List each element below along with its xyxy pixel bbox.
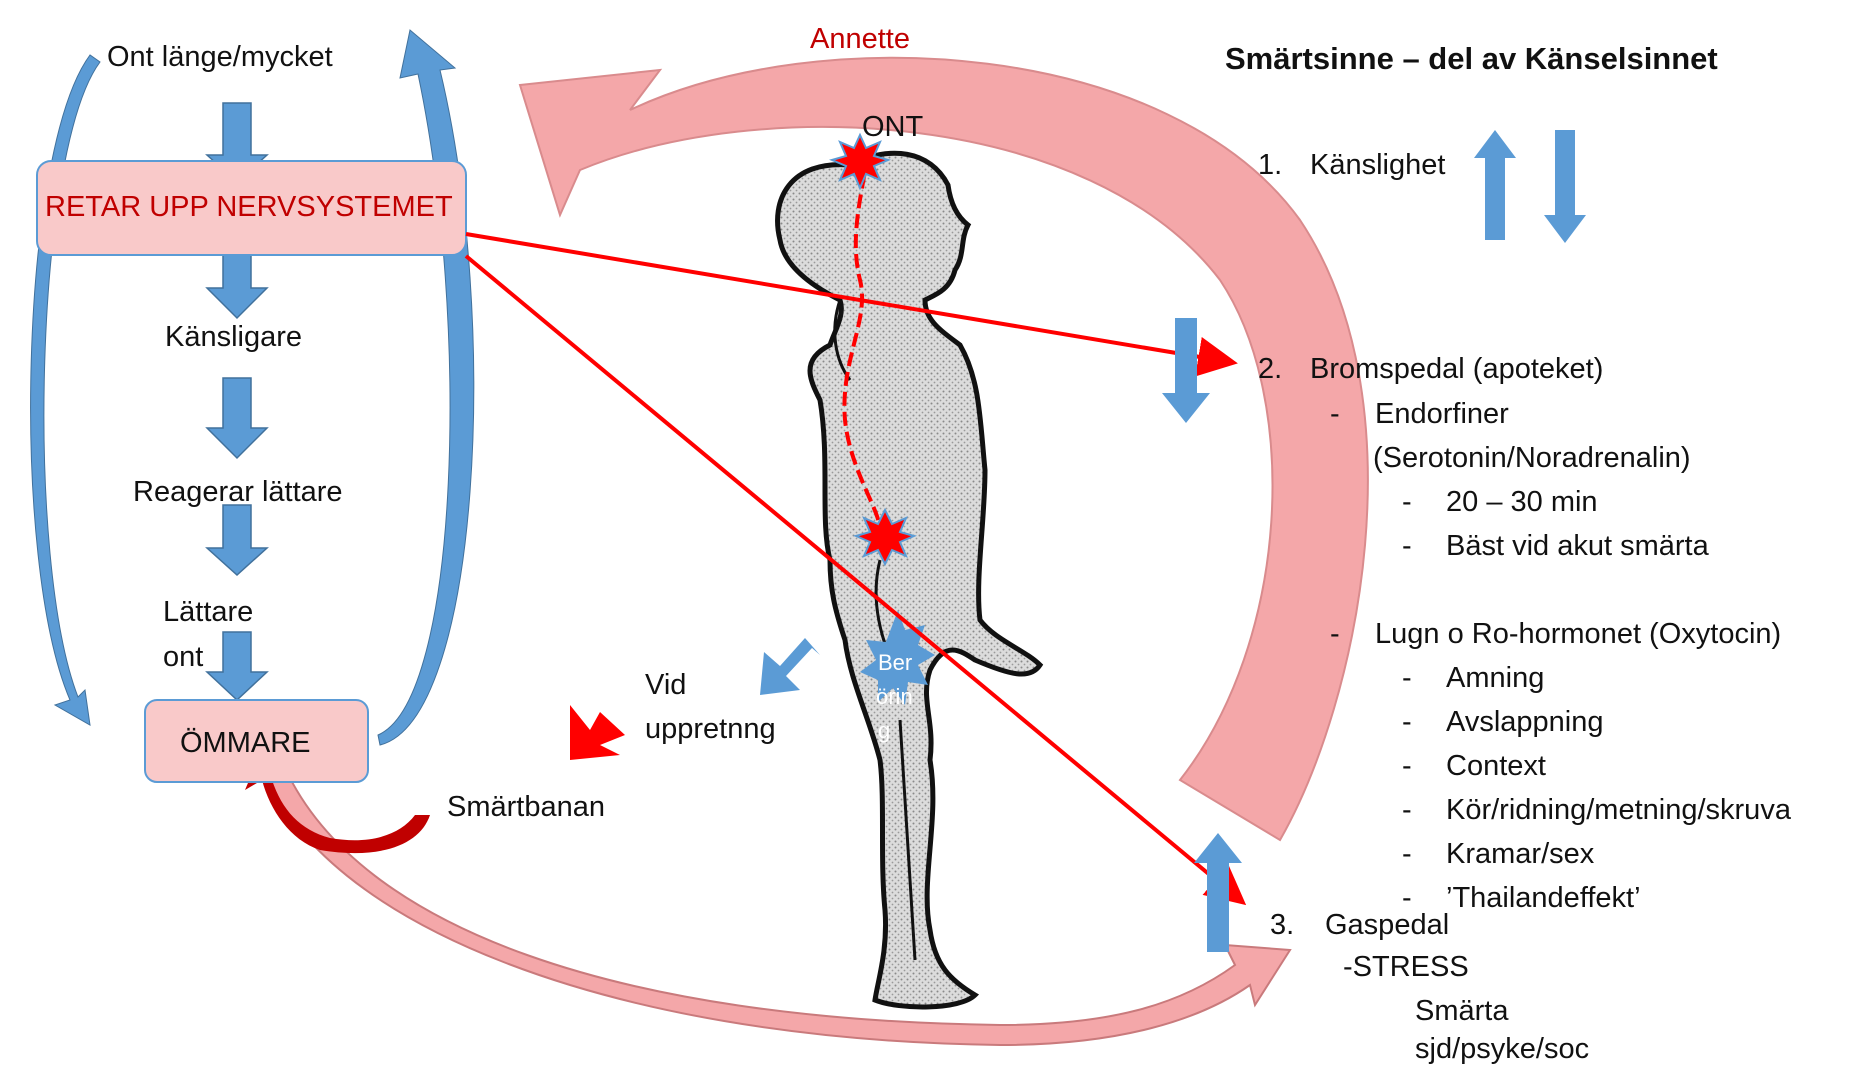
right-loop-arrow [378,30,474,745]
starburst-icon [856,510,914,564]
down-arrow-5 [207,632,267,700]
dash: - [1402,705,1412,740]
item3-num: 3. [1270,908,1294,943]
kanslighet-down-arrow [1544,130,1586,243]
dash: - [1402,837,1412,872]
page-title: Smärtsinne – del av Känselsinnet [1225,40,1718,77]
kor-label: Kör/ridning/metning/skruva [1446,793,1791,828]
ont-label: ONT [862,110,923,145]
dash: - [1402,661,1412,696]
item2-num: 2. [1258,352,1282,387]
thai-label: ’Thailandeffekt’ [1446,881,1641,916]
amning-label: Amning [1446,661,1544,696]
sjd-label: sjd/psyke/soc [1415,1032,1589,1067]
beroring-label-2: örin [876,684,913,710]
red-diagonal-arrow [570,705,625,760]
stress-label: -STRESS [1343,950,1469,985]
dash: - [1402,793,1412,828]
broms-down-arrow [1162,318,1210,423]
vid-label: Vid [645,668,686,703]
kansligare-label: Känsligare [165,320,302,355]
item1-label: Känslighet [1310,148,1445,183]
avslappning-label: Avslappning [1446,705,1603,740]
dash: - [1402,485,1412,520]
dash: - [1402,529,1412,564]
kramar-label: Kramar/sex [1446,837,1594,872]
uppretning-label: uppretnng [645,712,776,747]
kanslighet-up-arrow [1474,130,1516,240]
lattare-label-1: Lättare [163,595,253,630]
reagerar-label: Reagerar lättare [133,475,343,510]
retar-upp-label: RETAR UPP NERVSYSTEMET [45,190,453,225]
dash: - [1402,749,1412,784]
item2-label: Bromspedal (apoteket) [1310,352,1603,387]
endorfiner-label: Endorfiner [1375,397,1509,432]
annette-label: Annette [810,22,910,57]
beroring-label-3: g [878,718,890,744]
lugn-label: Lugn o Ro-hormonet (Oxytocin) [1375,617,1781,652]
vid-diagonal-arrow [760,638,820,695]
time-label: 20 – 30 min [1446,485,1598,520]
ommare-label: ÖMMARE [180,726,311,761]
beroring-label-1: Ber [878,650,912,676]
bottom-curve-arrow [265,768,1290,1045]
smartbanan-label: Smärtbanan [447,790,605,825]
item1-num: 1. [1258,148,1282,183]
dash: - [1330,397,1340,432]
serotonin-label: (Serotonin/Noradrenalin) [1373,441,1691,476]
human-figure-icon [778,153,1040,1007]
down-arrow-3 [207,378,267,458]
smarta-label: Smärta [1415,994,1508,1029]
lattare-label-2: ont [163,640,203,675]
context-label: Context [1446,749,1546,784]
left-loop-arrow [31,55,100,725]
item3-label: Gaspedal [1325,908,1449,943]
best-label: Bäst vid akut smärta [1446,529,1709,564]
ont-lange-label: Ont länge/mycket [107,40,333,75]
dash: - [1330,617,1340,652]
gas-up-arrow [1194,833,1242,952]
down-arrow-4 [207,505,267,575]
